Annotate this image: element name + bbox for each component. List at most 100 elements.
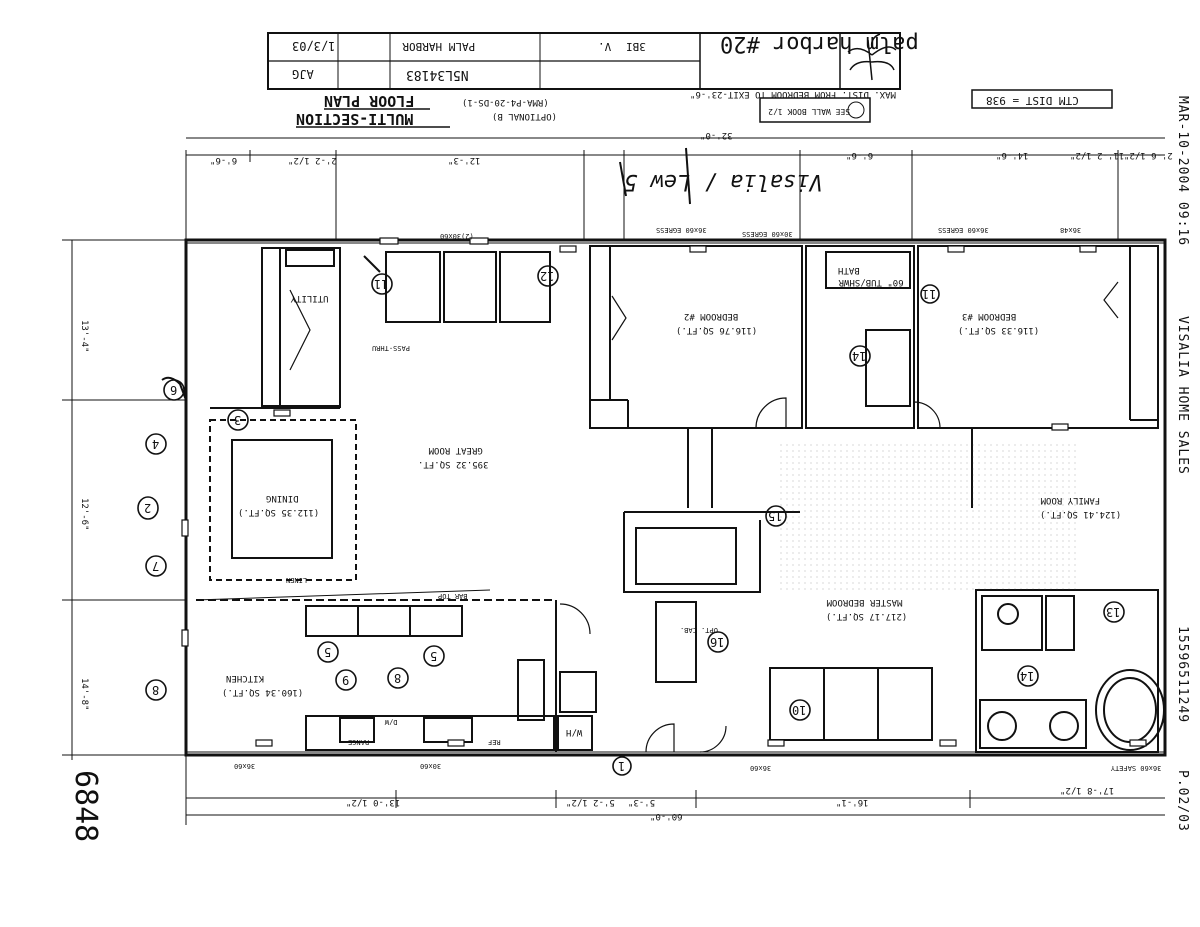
callout-8a: 8 — [387, 667, 409, 689]
svg-text:12: 12 — [540, 269, 554, 283]
room-master-bedroom: MASTER BEDROOM (217.17 SQ.FT.) — [826, 597, 907, 621]
model-number: N5L34183 — [406, 67, 469, 82]
room-name: MASTER BEDROOM — [826, 597, 902, 607]
room-area: 60" TUB/SHWR — [838, 277, 904, 287]
svg-text:8: 8 — [394, 671, 401, 685]
room-area: (124.41 SQ.FT.) — [1040, 509, 1121, 519]
dim-top-0: 6'-6" — [210, 155, 237, 165]
callout-12: 12 — [537, 265, 559, 287]
dim-left-1: 12'-6" — [79, 498, 89, 531]
svg-text:1: 1 — [618, 759, 625, 773]
dim-bottom-4: 17'-8 1/2" — [1060, 785, 1114, 795]
range-label: RANGE — [348, 738, 369, 746]
dim-top-6: 2'-6 1/2" — [1124, 150, 1173, 160]
room-bath: BATH 60" TUB/SHWR — [838, 265, 904, 287]
callout-9: 9 — [335, 669, 357, 691]
opt-cab-label: OPT. CAB. — [680, 626, 718, 634]
fax-sender: VISALIA HOME SALES — [1175, 316, 1190, 475]
window-label: 36x60 EGRESS — [656, 226, 707, 234]
dim-top-total: 32'-0" — [700, 130, 733, 140]
title-block-text: palm harbor #20 1/3/03 PALM HARBOR V. 3B… — [292, 31, 919, 99]
dim-top-4: 14'-6" — [996, 150, 1029, 160]
svg-text:11: 11 — [922, 287, 936, 301]
svg-text:11: 11 — [374, 277, 388, 291]
fax-page: P.02/03 — [1175, 770, 1190, 832]
dim-top-2: 12'-3" — [448, 155, 481, 165]
callout-1: 1 — [612, 756, 632, 776]
fax-phone: 15596511249 — [1175, 626, 1190, 724]
svg-text:5: 5 — [324, 645, 331, 659]
room-great-room: GREAT ROOM 395.32 SQ.FT. — [418, 445, 488, 469]
room-name: DINING — [266, 493, 299, 503]
plan-ref-2: (OPTIONAL B) — [492, 111, 557, 121]
room-bedroom-2: BEDROOM #2 (116.76 SQ.FT.) — [676, 311, 757, 335]
room-area: (116.33 SQ.FT.) — [958, 325, 1039, 335]
window-label: 36x60 EGRESS — [938, 226, 989, 234]
room-area: (160.34 SQ.FT.) — [222, 687, 303, 697]
svg-text:6: 6 — [170, 383, 177, 397]
svg-text:3: 3 — [234, 413, 241, 427]
svg-text:14: 14 — [852, 349, 866, 363]
callout-8b: 8 — [145, 679, 167, 701]
door-swings — [289, 281, 1119, 753]
callout-11a: 11 — [371, 273, 393, 295]
dim-bottom-0: 13'-0 1/2" — [346, 797, 400, 807]
handwritten-marks — [161, 147, 691, 401]
ctm-distance: CTM DIST = 938 — [986, 94, 1079, 107]
callout-10: 10 — [789, 699, 811, 721]
dimension-lines — [62, 137, 1165, 825]
ref-label: REF — [488, 738, 501, 746]
window-labels: 36x60 EGRESS 36x60 EGRESS 30x60 EGRESS 3… — [234, 226, 1161, 772]
svg-text:14: 14 — [1020, 669, 1034, 683]
max-distance-note: MAX. DIST. FROM BEDROOM TO EXIT-23'-6" — [690, 89, 896, 99]
room-bedroom-3: BEDROOM #3 (116.33 SQ.FT.) — [958, 311, 1039, 335]
drawn-date: 1/3/03 — [292, 39, 335, 53]
svg-text:7: 7 — [152, 559, 159, 573]
series-value: PALM HARBOR — [402, 40, 475, 53]
room-area: (217.17 SQ.FT.) — [826, 611, 907, 621]
stipple-area — [780, 440, 1080, 590]
callout-4: 4 — [145, 433, 167, 455]
dim-top-5: 11'-2 1/2" — [1070, 150, 1124, 160]
check-mark: V. — [598, 40, 611, 53]
fixture-labels: PASS-THRU BAR TOP LINEN RANGE REF D/W OP… — [286, 344, 718, 746]
room-name: BEDROOM #2 — [684, 311, 738, 321]
callout-2: 2 — [137, 496, 159, 520]
room-area: (112.35 SQ.FT.) — [238, 507, 319, 517]
room-name: KITCHEN — [226, 673, 264, 683]
water-heater-label: W/H — [566, 727, 582, 737]
room-family-room: FAMILY ROOM (124.41 SQ.FT.) — [1040, 495, 1121, 519]
drawn-by: AJG — [292, 67, 314, 81]
room-name: GREAT ROOM — [428, 445, 483, 455]
fax-timestamp: MAR-10-2004 09:16 — [1175, 96, 1190, 247]
pass-thru-label: PASS-THRU — [372, 344, 410, 352]
callout-14b: 14 — [1017, 665, 1039, 687]
dim-left-2: 14'-8" — [79, 678, 89, 711]
checked-by: 3BI — [626, 40, 646, 53]
window-markers — [181, 237, 1147, 747]
plan-title: MULTI-SECTION FLOOR PLAN (RMA-P4-20-DS-1… — [296, 89, 1113, 128]
dim-top-3: 6'-6" — [846, 150, 873, 160]
callout-7: 7 — [145, 555, 167, 577]
svg-text:4: 4 — [152, 437, 159, 451]
dw-label: D/W — [384, 718, 397, 726]
title-block — [267, 32, 901, 90]
svg-text:5: 5 — [430, 649, 437, 663]
room-area: 395.32 SQ.FT. — [418, 459, 488, 469]
window-label: 30x60 — [420, 762, 441, 770]
callout-11b: 11 — [920, 284, 940, 304]
left-dimension-text: 13'-4" 12'-6" 14'-8" — [79, 320, 89, 711]
plan-ref-1: (RMA-P4-20-DS-1) — [462, 97, 549, 107]
bar-top-label: BAR TOP — [438, 592, 468, 600]
window-label: 36x60 — [750, 764, 771, 772]
svg-text:9: 9 — [342, 673, 349, 687]
plan-title-line1: MULTI-SECTION — [296, 110, 413, 128]
utility-label: UTILITY — [290, 293, 329, 303]
room-kitchen: KITCHEN (160.34 SQ.FT.) — [222, 673, 303, 697]
palm-logo — [847, 33, 897, 81]
margin-handwritten-number: 6848 — [68, 770, 103, 842]
callout-15: 15 — [765, 505, 787, 527]
callout-5b: 5 — [423, 645, 445, 667]
dim-top-1: 2'-2 1/2" — [288, 155, 337, 165]
